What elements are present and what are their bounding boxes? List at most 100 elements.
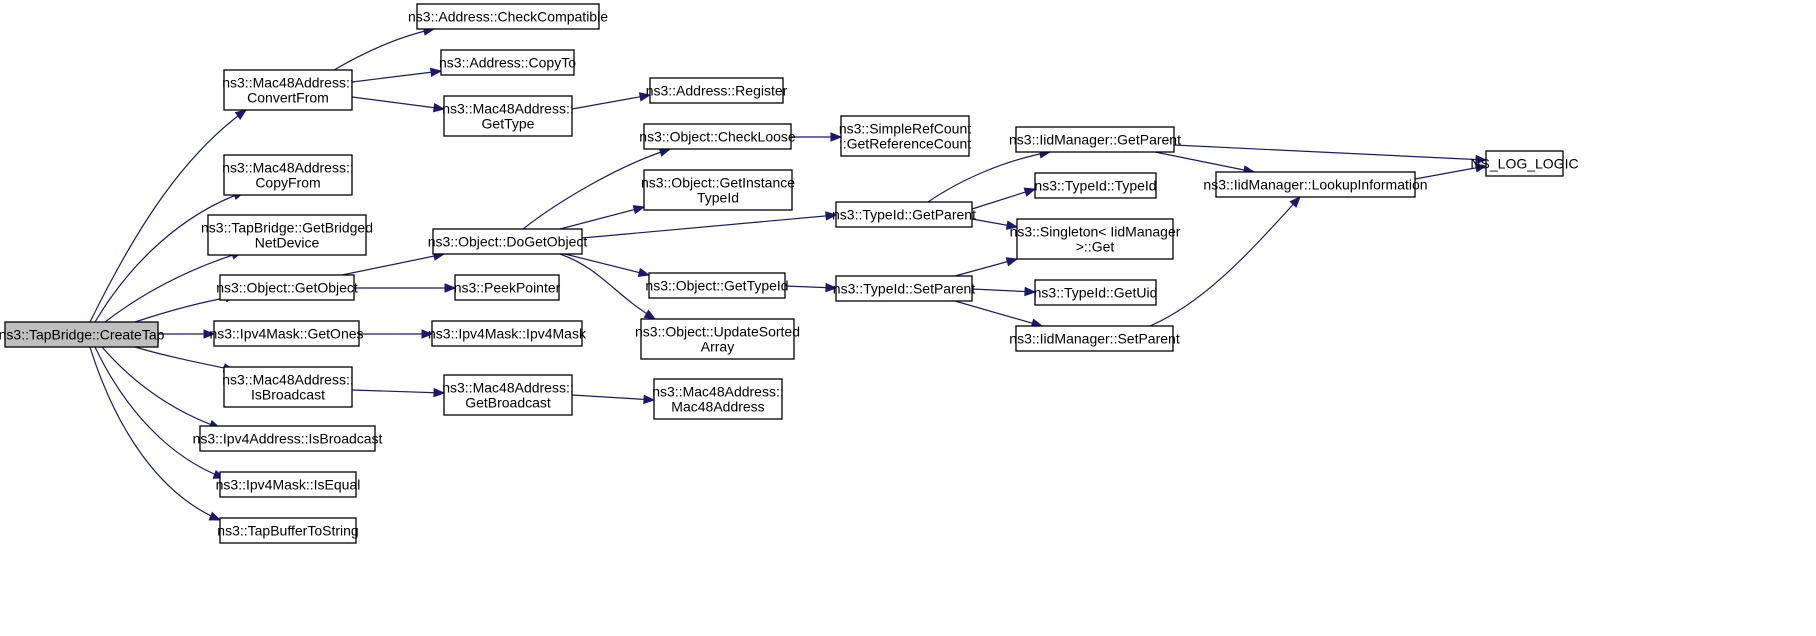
node-object-getobject[interactable]: ns3::Object::GetObject xyxy=(216,274,358,301)
edge-mac48-gettype-to-address-register xyxy=(571,92,652,110)
node-object-checkloose[interactable]: ns3::Object::CheckLoose xyxy=(639,123,796,150)
node-box[interactable] xyxy=(1015,126,1175,153)
node-box[interactable] xyxy=(199,425,376,452)
node-mac48-convertfrom[interactable]: ns3::Mac48Address::ConvertFrom xyxy=(222,69,354,111)
node-box[interactable] xyxy=(835,201,973,228)
node-label: ns3::Address::CheckCompatible xyxy=(408,9,608,25)
node-typeid-setparent[interactable]: ns3::TypeId::SetParent xyxy=(833,275,976,302)
node-box[interactable] xyxy=(440,49,575,76)
node-box[interactable] xyxy=(432,228,583,255)
arrowhead xyxy=(632,205,646,215)
node-box[interactable] xyxy=(1015,325,1174,352)
node-box[interactable] xyxy=(219,517,357,544)
edge-line xyxy=(559,253,656,320)
node-label: Mac48Address xyxy=(671,399,764,415)
node-box[interactable] xyxy=(219,471,357,498)
node-label: ns3::TypeId::GetUid xyxy=(1034,285,1158,301)
node-box[interactable] xyxy=(1215,171,1416,198)
node-box[interactable] xyxy=(1485,150,1564,177)
edge-mac48-isbroadcast-to-mac48-getbroadcast xyxy=(351,387,446,398)
node-tapbuffertostring[interactable]: ns3::TapBufferToString xyxy=(217,517,359,544)
node-box[interactable] xyxy=(219,274,355,301)
edge-line xyxy=(1414,165,1487,180)
node-iidmanager-lookupinformation[interactable]: ns3::IidManager::LookupInformation xyxy=(1203,171,1428,198)
edge-typeid-setparent-to-typeid-getuid xyxy=(971,286,1037,297)
arrowhead xyxy=(1023,187,1037,197)
node-label: ns3::Address::CopyTo xyxy=(439,55,576,71)
node-box[interactable] xyxy=(4,321,159,348)
edge-line xyxy=(341,253,445,276)
arrowhead xyxy=(234,109,248,120)
node-iidmanager-setparent[interactable]: ns3::IidManager::SetParent xyxy=(1009,325,1180,352)
node-typeid-getuid[interactable]: ns3::TypeId::GetUid xyxy=(1034,279,1158,306)
node-box[interactable] xyxy=(653,378,783,420)
node-address-register[interactable]: ns3::Address::Register xyxy=(646,77,788,104)
node-box[interactable] xyxy=(443,374,573,416)
node-ns-log-logic[interactable]: NS_LOG_LOGIC xyxy=(1470,150,1579,177)
arrowhead xyxy=(432,102,446,113)
node-mac48-ctor[interactable]: ns3::Mac48Address::Mac48Address xyxy=(652,378,784,420)
node-typeid-typeid[interactable]: ns3::TypeId::TypeId xyxy=(1034,172,1157,199)
node-box[interactable] xyxy=(431,320,583,347)
edge-iidmanager-getparent-to-iidmanager-lookupinformation xyxy=(1154,151,1256,175)
node-label: ns3::TapBridge::CreateTap xyxy=(0,327,165,343)
node-box[interactable] xyxy=(648,272,786,299)
node-box[interactable] xyxy=(1016,218,1174,260)
node-box[interactable] xyxy=(643,123,792,150)
node-ipv4mask-ctor[interactable]: ns3::Ipv4Mask::Ipv4Mask xyxy=(428,320,587,347)
node-label: ns3::Mac48Address:: xyxy=(652,384,784,400)
node-box[interactable] xyxy=(1034,279,1157,306)
node-box[interactable] xyxy=(640,318,795,360)
edge-typeid-setparent-to-singleton-get xyxy=(954,257,1019,277)
node-label: CopyFrom xyxy=(255,175,320,191)
node-box[interactable] xyxy=(223,69,353,111)
node-label: ns3::TapBufferToString xyxy=(217,523,358,539)
node-iidmanager-getparent[interactable]: ns3::IidManager::GetParent xyxy=(1009,126,1181,153)
node-label: ns3::Mac48Address:: xyxy=(442,380,574,396)
nodes-layer: ns3::TapBridge::CreateTapns3::Mac48Addre… xyxy=(0,3,1579,544)
node-mac48-getbroadcast[interactable]: ns3::Mac48Address::GetBroadcast xyxy=(442,374,574,416)
edge-line xyxy=(559,206,645,230)
node-label: ns3::Mac48Address:: xyxy=(442,101,574,117)
edge-createtap-to-mac48-convertfrom xyxy=(89,109,248,323)
node-box[interactable] xyxy=(443,95,573,137)
node-box[interactable] xyxy=(643,169,793,211)
node-address-checkcompatible[interactable]: ns3::Address::CheckCompatible xyxy=(408,3,608,30)
node-label: ns3::Address::Register xyxy=(646,83,788,99)
node-box[interactable] xyxy=(840,115,970,157)
edge-line xyxy=(571,394,655,401)
node-box[interactable] xyxy=(207,214,367,256)
node-label: ns3::Object::DoGetObject xyxy=(428,234,588,250)
node-mac48-copyfrom[interactable]: ns3::Mac48Address::CopyFrom xyxy=(222,154,354,196)
node-object-gettypeid[interactable]: ns3::Object::GetTypeId xyxy=(645,272,789,299)
node-box[interactable] xyxy=(649,77,784,104)
node-box[interactable] xyxy=(223,366,353,408)
node-box[interactable] xyxy=(223,154,353,196)
node-box[interactable] xyxy=(835,275,973,302)
node-createtap[interactable]: ns3::TapBridge::CreateTap xyxy=(0,321,165,348)
node-ipv4mask-getones[interactable]: ns3::Ipv4Mask::GetOnes xyxy=(209,320,364,347)
edge-line xyxy=(564,253,650,276)
node-box[interactable] xyxy=(454,274,560,301)
node-simplerefcount-getreferencecount[interactable]: ns3::SimpleRefCount::GetReferenceCount xyxy=(839,115,971,157)
node-mac48-isbroadcast[interactable]: ns3::Mac48Address::IsBroadcast xyxy=(222,366,354,408)
node-ipv4mask-isequal[interactable]: ns3::Ipv4Mask::IsEqual xyxy=(216,471,361,498)
arrowhead xyxy=(1289,196,1301,208)
arrowhead xyxy=(643,309,657,320)
node-box[interactable] xyxy=(416,3,600,30)
node-label: NetDevice xyxy=(255,235,320,251)
node-singleton-get[interactable]: ns3::Singleton< IidManager >::Get xyxy=(1010,218,1181,260)
node-box[interactable] xyxy=(213,320,360,347)
node-box[interactable] xyxy=(1034,172,1157,199)
node-typeid-getparent[interactable]: ns3::TypeId::GetParent xyxy=(832,201,976,228)
node-mac48-gettype[interactable]: ns3::Mac48Address::GetType xyxy=(442,95,574,137)
node-ipv4addr-isbroadcast[interactable]: ns3::Ipv4Address::IsBroadcast xyxy=(193,425,383,452)
node-label: ns3::TapBridge::GetBridged xyxy=(201,220,373,236)
node-peekpointer[interactable]: ns3::PeekPointer xyxy=(454,274,561,301)
edge-typeid-getparent-to-typeid-typeid xyxy=(971,187,1037,210)
node-object-dogetobject[interactable]: ns3::Object::DoGetObject xyxy=(428,228,588,255)
node-address-copyto[interactable]: ns3::Address::CopyTo xyxy=(439,49,576,76)
